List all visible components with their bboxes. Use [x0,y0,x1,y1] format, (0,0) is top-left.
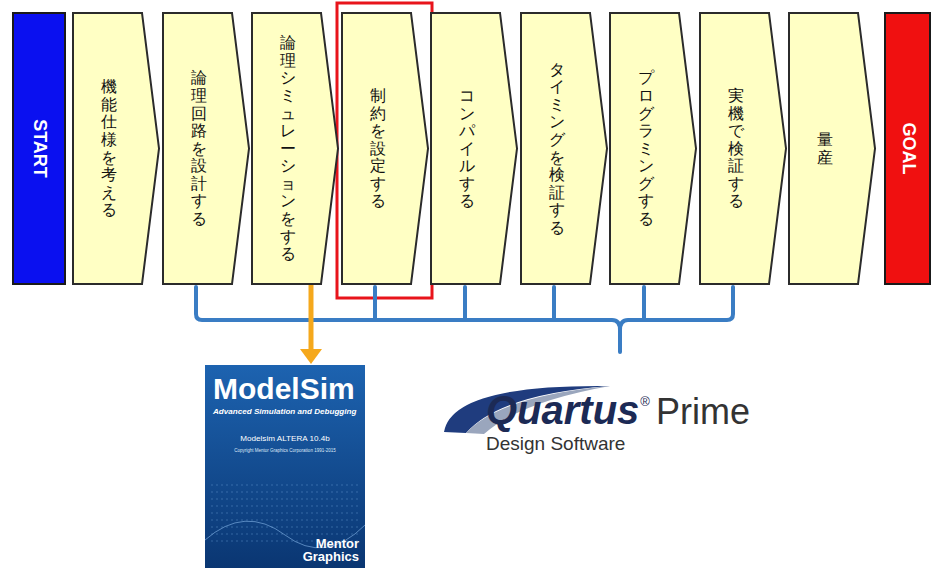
product-box: ModelSimAdvanced Simulation and Debuggin… [205,365,365,568]
product-name: ModelSim [213,373,355,405]
bar-text: GOAL [897,123,918,175]
chevron-shape [610,13,696,284]
step-text: プログラミングする [638,69,654,227]
texture-line [211,485,359,486]
product-text: Advanced Simulation and Debugging [213,408,356,416]
process-chevron: 論理シミュレーションをする [251,12,339,285]
step-text: 実機で検証する [728,87,744,210]
chevron-shape [163,13,249,284]
process-chevron: 論理回路を設計する [162,12,250,285]
bar-shape [13,13,65,284]
chevron-shape [431,13,517,284]
step-text: タイミングを検証する [549,61,565,237]
texture-line [211,527,359,528]
step-text: 機能仕様を考える [101,78,117,219]
process-chevron: プログラミングする [609,12,697,285]
step-text: 量産 [817,131,833,166]
product-text: Modelsim ALTERA 10.4b [205,435,365,443]
logo-group: Quartus® PrimeDesign Software [486,388,750,455]
logo-word: Prime [656,391,750,433]
goal-bar: GOAL [884,12,931,285]
step-text: 論理回路を設計する [191,69,207,227]
process-chevron: 量産 [788,12,876,285]
tool-bracket [196,287,733,352]
logo-subtitle: Design Software [486,433,750,455]
box-shape [205,365,365,568]
registered-mark: ® [640,394,650,409]
process-chevron: 機能仕様を考える [72,12,160,285]
arrow-shaft [309,285,314,349]
highlight-frame [337,3,432,298]
bar-shape [885,13,930,284]
process-chevron: 制約を設定する [341,12,429,285]
bar-text: START [29,119,50,178]
process-chevron: 実機で検証する [699,12,787,285]
texture-line [211,506,359,507]
step-text: 制約を設定する [370,87,386,210]
start-bar: START [12,12,66,285]
texture-line [211,534,359,535]
logo-word: Quartus [486,388,639,433]
step-text: 論理シミュレーションをする [280,34,296,263]
texture-line [211,520,359,521]
texture-line [211,513,359,514]
chevron-shape [521,13,607,284]
chevron-shape [700,13,786,284]
texture-line [211,492,359,493]
step-text: コンパイルする [459,87,475,210]
product-text: Mentor Graphics [295,537,359,564]
chevron-shape [342,13,428,284]
arrow-head [300,349,322,364]
process-chevron: タイミングを検証する [520,12,608,285]
chevron-shape [789,13,875,284]
process-chevron: コンパイルする [430,12,518,285]
tool-arrow [300,285,322,364]
chevron-shape [73,13,159,284]
texture-line [211,499,359,500]
product-text: Copyright Mentor Graphics Corporation 19… [205,449,365,454]
chevron-shape [252,13,338,284]
